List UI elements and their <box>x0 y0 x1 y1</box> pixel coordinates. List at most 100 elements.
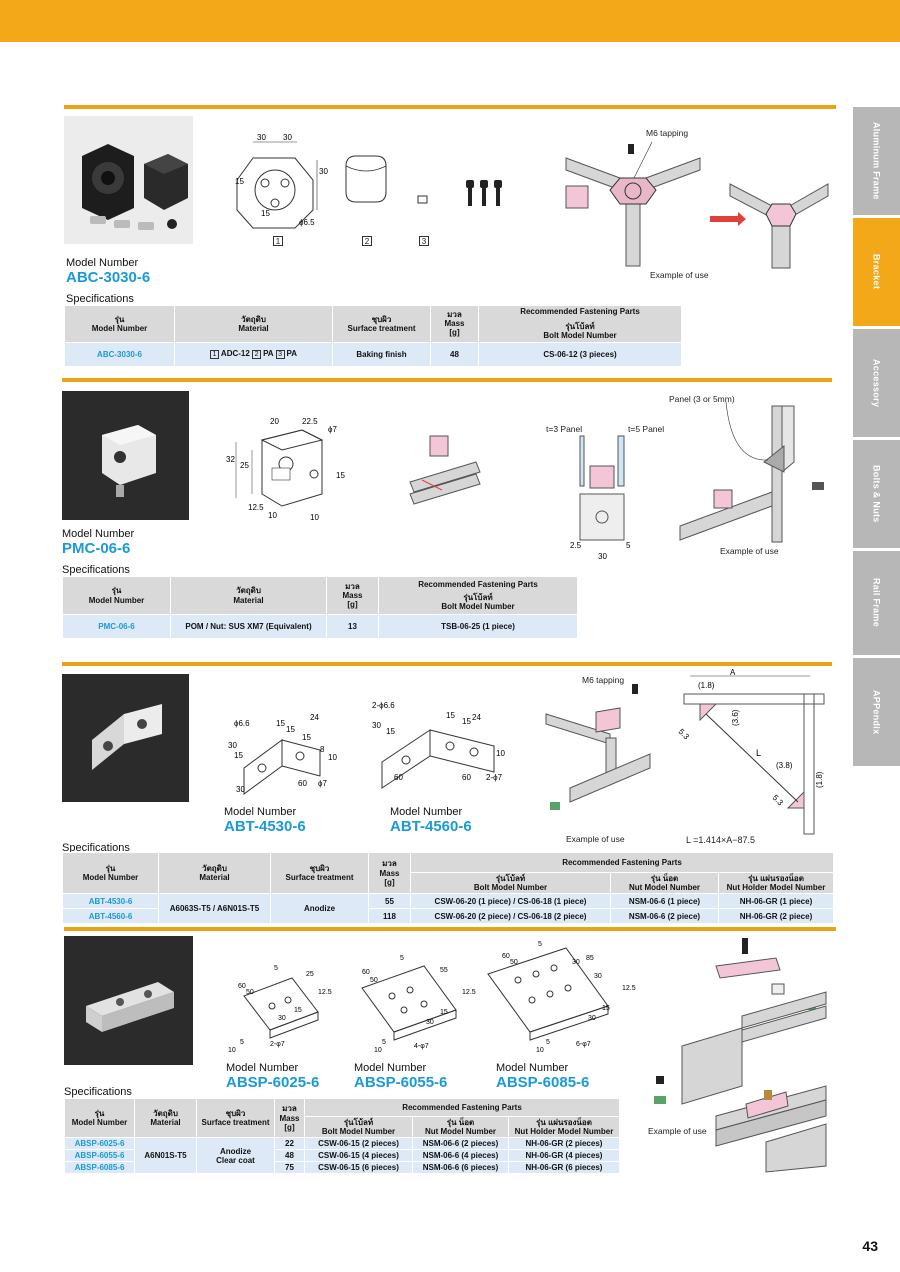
th-holder: Nut Holder Model Number <box>514 1127 614 1137</box>
dim-label: 10 <box>328 753 337 762</box>
th-model: Model Number <box>88 595 145 605</box>
dim-label: 15 <box>261 209 270 218</box>
cell-material: A6N01S-T5 <box>134 1137 197 1175</box>
th-nut: Nut Model Number <box>628 883 701 893</box>
dim-label: 30 <box>598 552 607 561</box>
dim-label: 15 <box>602 1005 610 1012</box>
dim-label: 15 <box>302 733 311 742</box>
dim-label: ϕ7 <box>318 779 327 788</box>
cell-text: Anodize <box>219 1146 252 1156</box>
cell-nut: NSM-06-6 (6 pieces) <box>412 1161 509 1175</box>
dim-label: (3.6) <box>731 709 740 726</box>
dim-label: 50 <box>510 959 518 966</box>
dim-label: ϕ6.5 <box>299 218 315 227</box>
dim-label: 15 <box>462 717 471 726</box>
top-accent-bar <box>0 0 900 42</box>
part-number-box: 2 <box>252 350 262 360</box>
cell-model: ABT-4530-6 <box>62 893 159 910</box>
th-thai: รุ่น <box>111 586 122 596</box>
th-thai: วัตถุดิบ <box>241 314 266 324</box>
abc-dimension-drawing: 30 30 30 15 15 ϕ6.5 <box>235 133 328 229</box>
dim-label: 55 <box>440 967 448 974</box>
model-number: ABSP-6085-6 <box>496 1074 590 1091</box>
cell-holder: NH-06-GR (6 pieces) <box>508 1161 620 1175</box>
dim-label: 5.3 <box>771 793 786 808</box>
model-number: ABSP-6055-6 <box>354 1074 448 1091</box>
model-number-label: Model Number <box>496 1062 569 1074</box>
th-thai: วัตถุดิบ <box>153 1109 178 1118</box>
abt-4560-drawing: 2-ϕ6.6 30 15 15 15 24 10 60 60 2-ϕ7 <box>372 701 505 789</box>
dim-label: 10 <box>268 511 277 520</box>
part-number-box: 1 <box>209 350 219 360</box>
th-thai: วัตถุดิบ <box>202 864 227 873</box>
dim-label: (1.8) <box>698 681 715 690</box>
m6-tapping-label: M6 tapping <box>646 128 689 138</box>
model-number-label: Model Number <box>226 1062 299 1074</box>
th-thai: ชุบผิว <box>309 864 330 873</box>
dim-label: 30 <box>594 973 602 980</box>
dim-label: 2-ϕ6.6 <box>372 701 395 710</box>
dim-label: 24 <box>472 713 481 722</box>
side-tab-accessory[interactable]: Accessory <box>853 329 900 437</box>
th-model: Model Number <box>71 1118 128 1128</box>
dim-label: 50 <box>246 989 254 996</box>
dim-label: 30 <box>236 785 245 794</box>
cell-holder: NH-06-GR (4 pieces) <box>508 1149 620 1163</box>
dim-label: 30 <box>278 1015 286 1022</box>
dim-label: 30 <box>572 959 580 966</box>
side-tab-appendix[interactable]: APPendix <box>853 658 900 766</box>
abc-bolts-drawing <box>466 180 502 206</box>
th-mass: Mass <box>279 1113 300 1123</box>
section-rule <box>64 105 836 109</box>
th-thai: ชุบผิว <box>371 314 392 324</box>
formula-label: L =1.414×A−87.5 <box>686 835 755 845</box>
dim-label: 6-φ7 <box>576 1041 591 1048</box>
cell-mass: 22 <box>274 1137 305 1151</box>
side-tab-aluminum-frame[interactable]: Aluminum Frame <box>853 107 900 215</box>
dim-label: 15 <box>286 725 295 734</box>
th-thai: รุ่นโบ้ลท์ <box>343 1118 374 1127</box>
dim-label: 50 <box>370 977 378 984</box>
th-model: Model Number <box>91 323 148 333</box>
th-mass: Mass <box>444 319 465 329</box>
cell-model: ABC-3030-6 <box>64 341 175 367</box>
th-thai: รุ่น แผ่นรองน็อต <box>748 874 804 883</box>
dim-label: 5 <box>626 541 631 550</box>
cell-model: ABSP-6025-6 <box>64 1137 135 1151</box>
side-tab-bolts-nuts[interactable]: Bolts & Nuts <box>853 440 900 548</box>
th-bolt: Bolt Model Number <box>473 883 548 893</box>
dim-label: 5 <box>240 1039 244 1046</box>
cell-material: POM / Nut: SUS XM7 (Equivalent) <box>170 614 327 639</box>
specifications-label: Specifications <box>66 293 134 305</box>
dim-label: 25 <box>240 461 249 470</box>
th-mass: Mass <box>342 590 363 600</box>
dim-label: 10 <box>228 1047 236 1054</box>
cell-mass: 13 <box>326 614 379 639</box>
example-of-use-label: Example of use <box>650 270 709 280</box>
dim-label: 60 <box>298 779 307 788</box>
dim-label: 5.3 <box>677 727 692 742</box>
dim-label: 15 <box>386 727 395 736</box>
th-recommended: Recommended Fastening Parts <box>520 307 640 316</box>
absp-example-drawing <box>654 938 827 1173</box>
dim-label: 85 <box>586 955 594 962</box>
th-thai: รุ่นโบ้ลท์ <box>495 874 526 883</box>
cell-model: ABT-4560-6 <box>62 908 159 925</box>
dim-label: 5 <box>400 955 404 962</box>
abt-4530-drawing: ϕ6.6 24 15 15 15 30 15 10 8 30 60 ϕ7 <box>228 713 337 795</box>
side-tab-label: Aluminum Frame <box>871 122 882 200</box>
model-number: ABSP-6025-6 <box>226 1074 320 1091</box>
pmc-example-drawing <box>679 402 824 543</box>
th-unit: [g] <box>284 1122 295 1132</box>
side-tab-rail-frame[interactable]: Rail Frame <box>853 551 900 655</box>
dim-label: 32 <box>226 455 235 464</box>
side-tab-bracket[interactable]: Bracket <box>853 218 900 326</box>
section-rule <box>62 378 832 382</box>
th-thai: วัตถุดิบ <box>236 586 261 596</box>
table-row: ABT-4560-6 118 CSW-06-20 (2 piece) / CS-… <box>62 908 834 925</box>
dim-label: 30 <box>426 1019 434 1026</box>
side-tab-label: Bolts & Nuts <box>871 465 882 523</box>
